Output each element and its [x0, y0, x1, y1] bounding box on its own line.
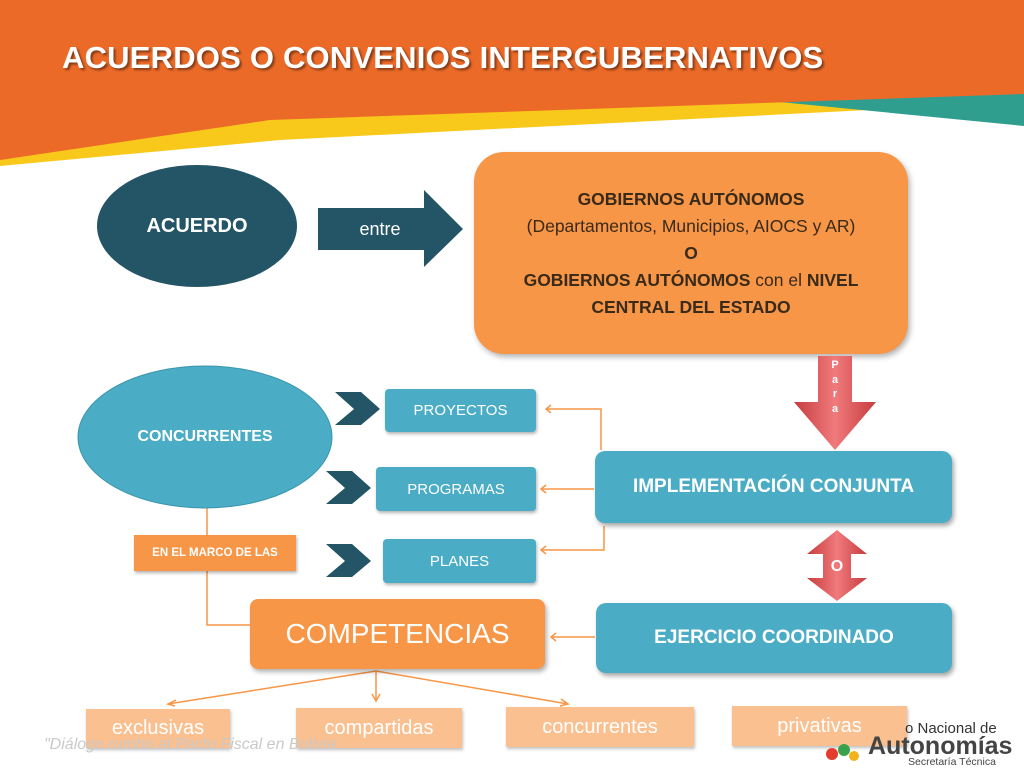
footer-text: "Diálogo rumbo al Pacto Fiscal en Bolivi…: [44, 736, 337, 753]
connector-proyectos: [546, 408, 602, 450]
type-exclusivas: exclusivas: [86, 709, 230, 748]
connector-concurrentes: [375, 670, 569, 705]
logo-line2: Autonomías: [868, 732, 1013, 760]
type-privativas: privativas: [732, 706, 907, 746]
logo-line3: Secretaría Técnica: [908, 756, 996, 768]
connector-planes: [541, 526, 605, 551]
proyectos-box: PROYECTOS: [385, 389, 536, 432]
gobiernos-line4-bold2: NIVEL: [806, 269, 859, 290]
gobiernos-line1: GOBIERNOS AUTÓNOMOS: [577, 188, 805, 209]
para-letters: P a r a: [818, 358, 852, 416]
chevron-programas-icon: [326, 471, 371, 504]
para-letter-a1: a: [831, 373, 839, 386]
chevron-planes-icon: [326, 544, 371, 577]
planes-box: PLANES: [383, 539, 536, 583]
acuerdo-label: ACUERDO: [146, 214, 248, 237]
gobiernos-box: GOBIERNOS AUTÓNOMOS (Departamentos, Muni…: [474, 152, 908, 354]
gobiernos-line4: GOBIERNOS AUTÓNOMOS con el NIVEL: [524, 267, 859, 294]
connector-exclusivas: [167, 670, 377, 705]
marco-label: EN EL MARCO DE LAS: [134, 535, 296, 571]
gobiernos-line5: CENTRAL DEL ESTADO: [591, 296, 791, 317]
gobiernos-line2: (Departamentos, Municipios, AIOCS y AR): [526, 215, 856, 236]
gobiernos-line3: O: [684, 242, 698, 263]
acuerdo-ellipse: [97, 165, 297, 287]
entre-arrow: [318, 190, 463, 267]
o-double-arrow: [807, 530, 867, 601]
ejercicio-box: EJERCICIO COORDINADO: [596, 603, 952, 673]
logo-mark-icon: [826, 744, 859, 761]
competencias-box: COMPETENCIAS: [250, 599, 545, 669]
type-concurrentes: concurrentes: [506, 707, 694, 747]
type-compartidas: compartidas: [296, 708, 462, 748]
programas-box: PROGRAMAS: [376, 467, 536, 511]
entre-label: entre: [359, 218, 401, 239]
para-letter-a2: a: [831, 402, 839, 415]
concurrentes-ellipse: [77, 365, 333, 509]
gobiernos-line4-normal: con el: [750, 269, 807, 290]
para-letter-p: P: [831, 359, 839, 371]
para-arrow: [794, 356, 876, 450]
para-letter-r: r: [832, 388, 838, 400]
slide-title: ACUERDOS O CONVENIOS INTERGUBERNATIVOS: [62, 40, 824, 75]
gobiernos-line4-bold1: GOBIERNOS AUTÓNOMOS: [523, 269, 751, 290]
logo-line1: o Nacional de: [905, 720, 997, 737]
o-label: O: [830, 558, 844, 575]
implementacion-box: IMPLEMENTACIÓN CONJUNTA: [595, 451, 952, 523]
orange-banner: [0, 0, 1024, 160]
concurrentes-label: CONCURRENTES: [137, 428, 273, 445]
chevron-proyectos-icon: [335, 392, 380, 425]
header-background: [0, 0, 1024, 166]
